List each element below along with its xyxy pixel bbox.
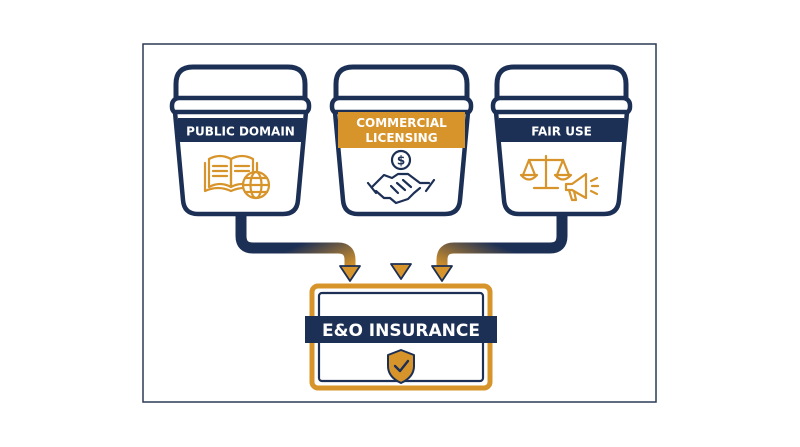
arrowhead-left: [339, 265, 361, 282]
bucket-label-band: [499, 118, 624, 142]
target-label: E&O INSURANCE: [322, 321, 480, 341]
target-label-band: [305, 316, 497, 343]
dollar-handshake-icon: $: [366, 149, 436, 205]
bucket-label-line-1: COMMERCIAL: [356, 116, 447, 130]
bucket-label: FAIR USE: [531, 125, 592, 139]
bucket-label-band: [178, 118, 303, 142]
arrowhead-right: [431, 265, 453, 282]
target-eo-insurance: E&O INSURANCE: [305, 283, 497, 391]
flow-arrows: [235, 214, 568, 282]
scales-megaphone-icon: [519, 154, 600, 202]
bucket-handle: [173, 64, 308, 100]
shield-check-icon: [387, 349, 415, 384]
bucket-handle: [494, 64, 629, 100]
bucket-label-line-2: LICENSING: [365, 131, 437, 145]
arrowhead-middle: [390, 263, 412, 280]
bucket-label: PUBLIC DOMAIN: [186, 125, 295, 139]
bucket-public-domain: PUBLIC DOMAIN: [169, 64, 312, 217]
bucket-label-band: [338, 112, 465, 148]
svg-text:$: $: [397, 154, 405, 168]
bucket-commercial-licensing: COMMERCIAL LICENSING $: [329, 64, 474, 217]
bucket-fair-use: FAIR USE: [490, 64, 633, 217]
book-globe-icon: [203, 154, 271, 200]
bucket-handle: [333, 64, 470, 100]
pipe-right: [436, 214, 568, 268]
pipe-left: [235, 214, 356, 268]
